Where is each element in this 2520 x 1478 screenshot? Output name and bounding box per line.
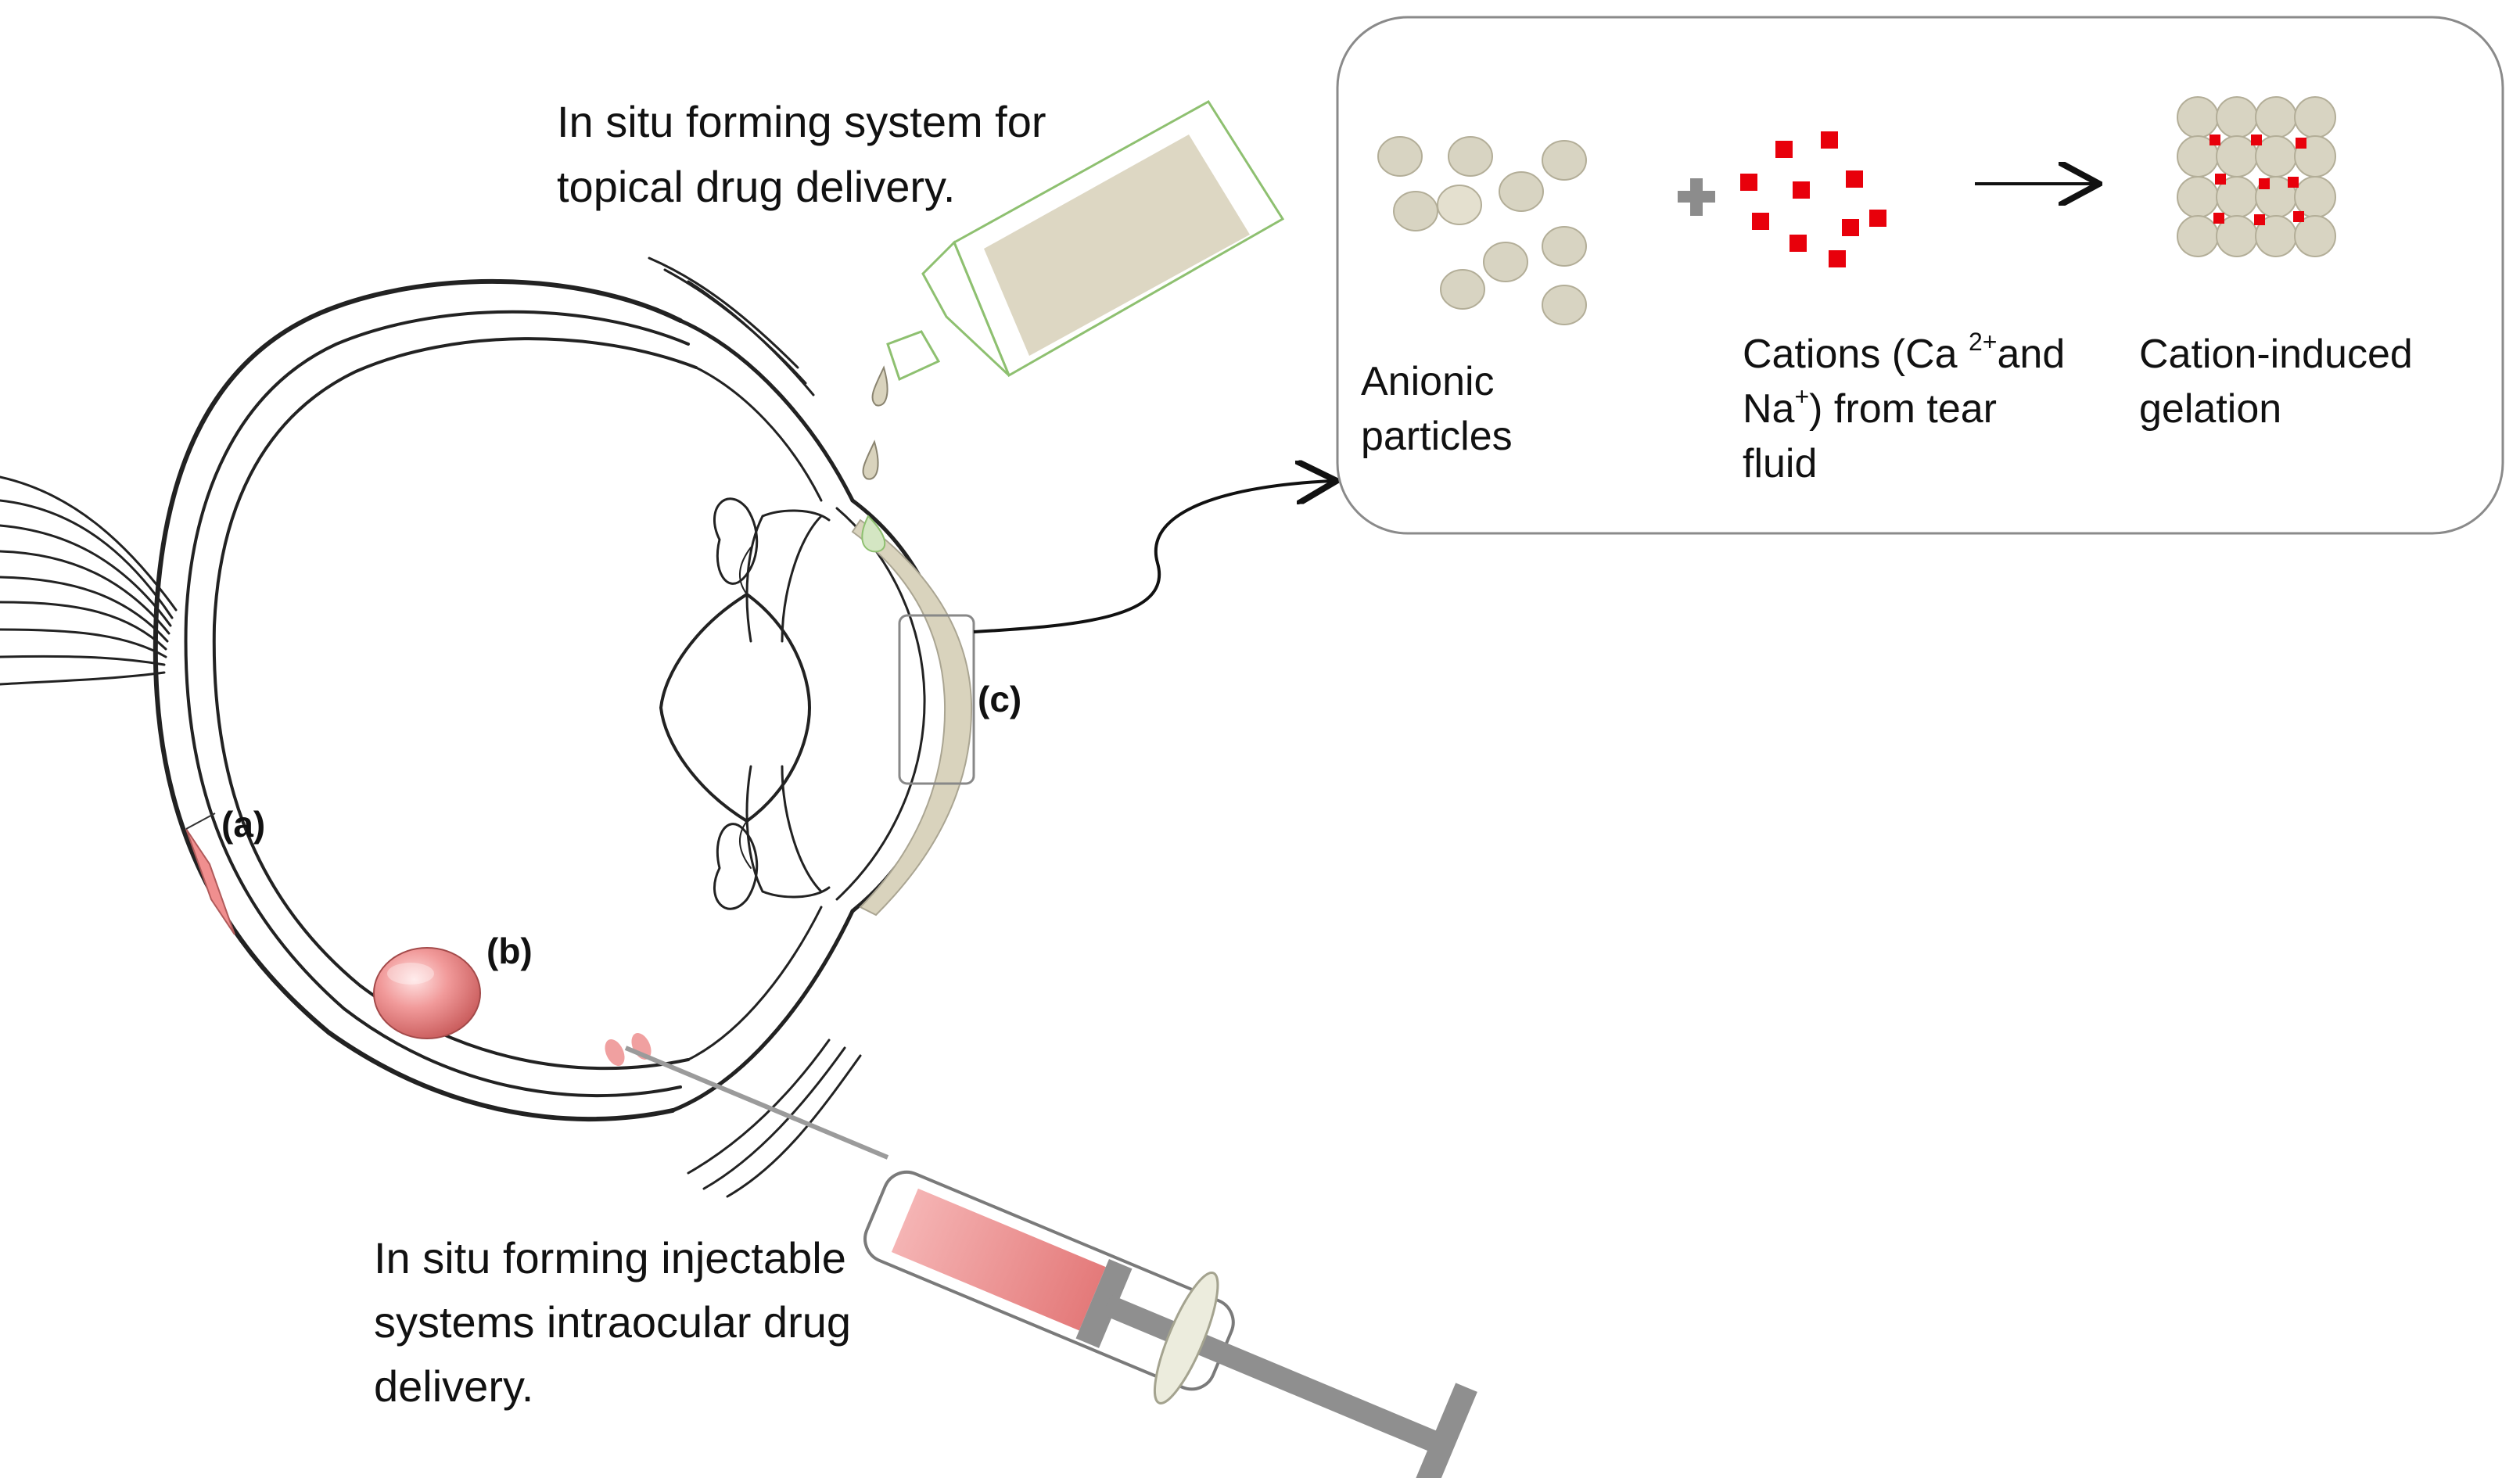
implant-b-sphere	[373, 947, 481, 1039]
marker-a: (a)	[221, 804, 265, 845]
implant-a	[185, 813, 235, 935]
choroid	[184, 310, 690, 1098]
anionic-particles	[1377, 136, 1587, 325]
cations-label-line3: fluid	[1743, 441, 1817, 486]
plus-sign	[1678, 178, 1715, 216]
marker-c: (c)	[978, 679, 1021, 719]
injectable-label-line2: systems intraocular drug	[374, 1297, 851, 1347]
topical-label-line2: topical drug delivery.	[557, 162, 955, 211]
lens	[659, 593, 811, 823]
needle	[624, 1046, 889, 1160]
optic-nerve	[0, 475, 178, 686]
cations-label-line1: Cations (Ca 2+and	[1743, 328, 2065, 377]
iris-upper	[745, 509, 831, 643]
topical-label-line1: In situ forming system for	[557, 97, 1046, 146]
iris-lower	[745, 765, 831, 899]
ciliary-body-upper	[713, 497, 759, 585]
injectable-label-line1: In situ forming injectable	[374, 1233, 846, 1282]
plunger-head	[1407, 1383, 1477, 1478]
connector-arrow	[973, 481, 1334, 633]
cornea-inner	[835, 507, 926, 901]
ciliary-body-lower	[713, 823, 759, 910]
tear-gel-layer	[851, 518, 973, 917]
syringe	[624, 1046, 1477, 1478]
eyelid-lines	[648, 256, 862, 1198]
finger-flange	[1153, 1271, 1219, 1404]
bottle-tip	[886, 330, 941, 382]
anionic-label-line2: particles	[1361, 414, 1513, 459]
eye-drop-bottle	[886, 100, 1285, 382]
gel-lattice	[2177, 96, 2336, 257]
cation-squares	[1740, 131, 1886, 267]
drops	[861, 365, 888, 553]
eye-cross-section	[0, 256, 955, 1198]
marker-b: (b)	[486, 931, 533, 971]
anionic-label-line1: Anionic	[1361, 359, 1495, 404]
cations-label-line2: Na+) from tear	[1743, 382, 1997, 432]
gelation-label-line2: gelation	[2139, 386, 2281, 432]
injectable-label-line3: delivery.	[374, 1361, 533, 1411]
region-c-box	[898, 614, 975, 785]
syringe-drug-fill	[891, 1188, 1106, 1331]
gelation-label-line1: Cation-induced	[2139, 332, 2413, 377]
retina	[212, 337, 698, 1071]
sclera-outer	[153, 278, 683, 1122]
bottle-neck	[921, 240, 1011, 377]
